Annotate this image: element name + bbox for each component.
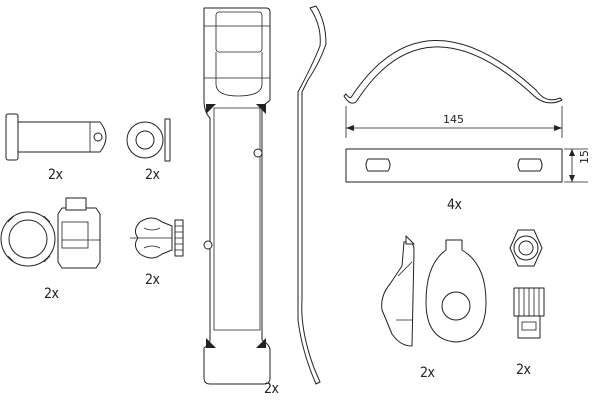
plate-hole-lower bbox=[203, 240, 213, 250]
pin-head bbox=[5, 113, 19, 161]
profile-body bbox=[297, 5, 327, 385]
spring-arch bbox=[343, 40, 563, 104]
plate-hole-upper bbox=[253, 148, 263, 158]
height-dimension bbox=[564, 148, 588, 183]
washer-qty-label: 2x bbox=[145, 167, 160, 183]
length-dimension-label: 145 bbox=[443, 113, 464, 126]
cap-profile bbox=[381, 241, 415, 347]
plate-tab-ul bbox=[206, 104, 216, 114]
dim-arrow-right bbox=[554, 125, 562, 131]
plate-side-profile bbox=[297, 5, 327, 385]
plate-tab-ll bbox=[206, 338, 216, 348]
sleeve-window bbox=[521, 321, 537, 331]
washer-side bbox=[164, 118, 171, 162]
plate-qty-label: 2x bbox=[264, 381, 279, 397]
cap-tip bbox=[405, 235, 415, 245]
clip-coils bbox=[143, 227, 161, 249]
bushing-qty-label: 2x bbox=[44, 286, 59, 302]
clip-qty-label: 2x bbox=[145, 272, 160, 288]
pin-qty-label: 2x bbox=[48, 167, 63, 183]
plate-inner-frame bbox=[213, 107, 261, 331]
cap-qty-label: 2x bbox=[420, 365, 435, 381]
spring-clip bbox=[130, 217, 184, 259]
nut-bore bbox=[518, 240, 534, 256]
anti-rattle-plate bbox=[203, 7, 271, 385]
height-dimension-label: 15 bbox=[578, 150, 591, 164]
disc-body bbox=[425, 239, 487, 343]
washer bbox=[126, 118, 171, 162]
plate-tab-ur bbox=[256, 104, 266, 114]
plate-tab-lr bbox=[256, 338, 266, 348]
flat-bar bbox=[345, 148, 563, 183]
bar-slot-right bbox=[517, 158, 543, 172]
arched-spring bbox=[343, 40, 563, 104]
nut-qty-label: 2x bbox=[516, 362, 531, 378]
plate-top-window bbox=[215, 11, 263, 53]
guide-pin bbox=[5, 113, 107, 161]
sleeve-bottom bbox=[517, 315, 541, 339]
bushing-notches bbox=[7, 215, 51, 263]
bushing-ring-inner bbox=[8, 219, 48, 259]
bushing-assembly bbox=[0, 197, 101, 269]
dust-cap bbox=[381, 235, 487, 347]
bar-qty-label: 4x bbox=[447, 197, 462, 213]
dim-arrow-left bbox=[346, 125, 354, 131]
length-dimension bbox=[345, 106, 563, 138]
bushing-sleeve bbox=[57, 207, 101, 269]
hdim-arrow-bottom bbox=[569, 175, 575, 182]
bushing-tab bbox=[65, 197, 87, 211]
plate-outline bbox=[203, 7, 271, 385]
hdim-arrow-top bbox=[569, 149, 575, 156]
bar-slot-left bbox=[365, 158, 391, 172]
nut-assembly bbox=[509, 229, 545, 339]
pin-hole bbox=[93, 132, 103, 142]
disc-hole bbox=[441, 291, 471, 321]
cap-lines bbox=[396, 261, 413, 321]
bushing-window bbox=[61, 221, 89, 249]
washer-inner bbox=[135, 130, 155, 150]
pin-shaft bbox=[17, 121, 107, 153]
sleeve-ribs bbox=[518, 288, 540, 316]
clip-side-ribs bbox=[175, 225, 183, 251]
plate-top-slot bbox=[215, 52, 263, 97]
